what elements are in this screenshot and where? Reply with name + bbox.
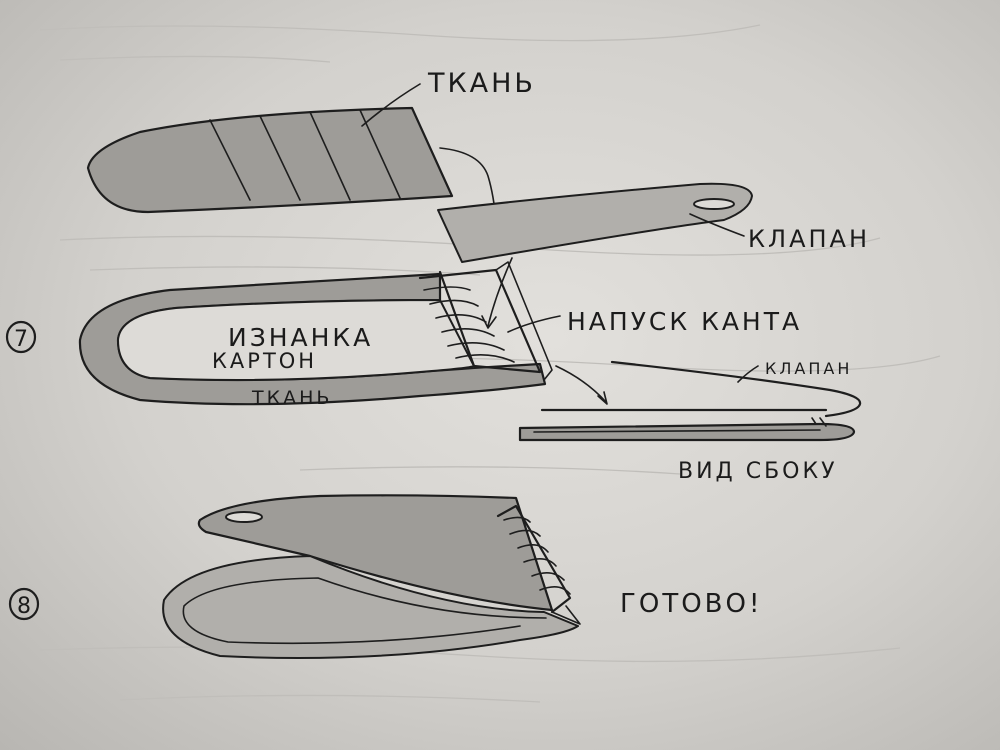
label-side-view: ВИД СБОКУ — [678, 459, 838, 484]
step-8-number: 8 — [17, 594, 31, 619]
label-fabric-top: ТКАНЬ — [427, 68, 536, 99]
label-fabric-bottom: ТКАНЬ — [251, 387, 332, 409]
label-flap: КЛАПАН — [748, 225, 870, 253]
fabric-piece-top — [86, 106, 454, 214]
finished-flap-slot — [225, 511, 263, 523]
label-edge-overlap: НАПУСК КАНТА — [567, 307, 802, 336]
arrow-to-side-view — [555, 365, 608, 405]
flap-piece-top — [437, 182, 753, 263]
label-wrong-side: ИЗНАНКА — [228, 323, 373, 352]
pointer-edge-overlap — [507, 315, 561, 333]
finished-case — [162, 494, 581, 659]
step-7-number: 7 — [14, 327, 28, 352]
step-7-marker: 7 — [5, 320, 37, 354]
flap-slot-hole — [693, 198, 735, 210]
pointer-flap — [689, 213, 745, 237]
label-done: ГОТОВО! — [620, 589, 762, 619]
step-8-marker: 8 — [8, 587, 40, 621]
pointer-flap-side — [737, 365, 759, 383]
arrow-into-hem — [481, 257, 513, 329]
label-flap-side: КЛАПАН — [765, 359, 852, 378]
pointer-fabric-top — [361, 83, 421, 127]
cardboard-wrapped-piece — [78, 261, 553, 406]
side-view-drawing — [518, 360, 862, 442]
label-cardboard: КАРТОН — [212, 349, 317, 373]
